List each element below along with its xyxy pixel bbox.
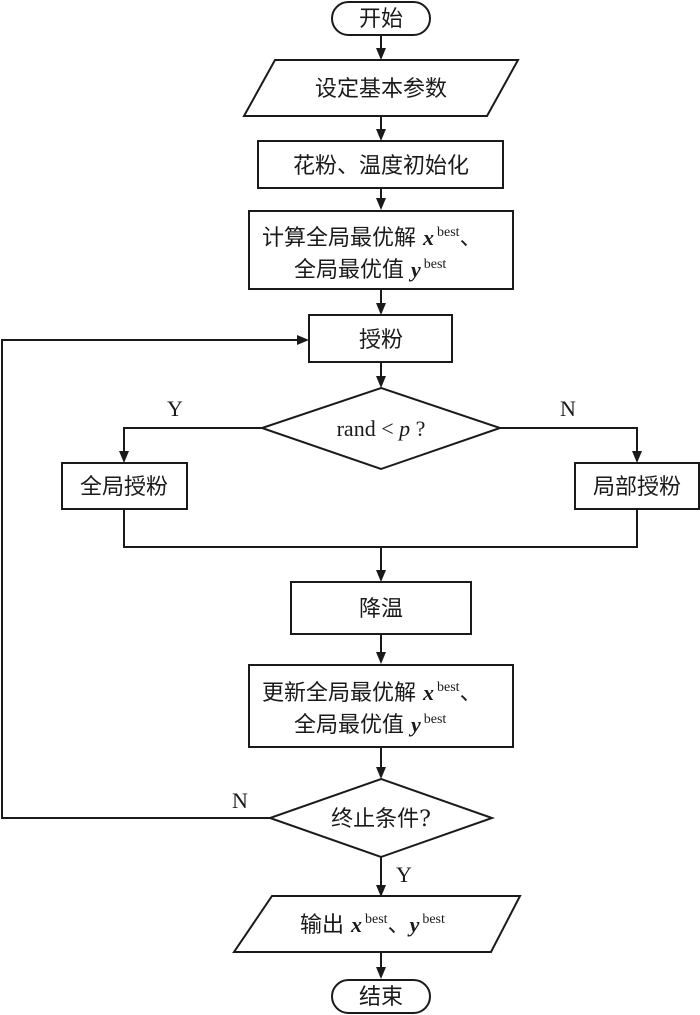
connectors [1, 35, 642, 979]
arrowhead [297, 335, 309, 345]
decision2-no-label: N [232, 788, 248, 813]
local-pollination-label: 局部授粉 [593, 475, 681, 500]
arrowhead [376, 129, 386, 141]
arrowhead [376, 303, 386, 315]
decision-rand-p: rand < p ? Y N [167, 386, 576, 471]
global-pollination-process: 全局授粉 [61, 462, 188, 510]
pollinate-process: 授粉 [308, 314, 453, 363]
global-pollination-label: 全局授粉 [80, 475, 168, 500]
arrowhead [632, 451, 642, 463]
start-label: 开始 [359, 7, 403, 32]
decision2-yes-label: Y [396, 862, 412, 887]
pollinate-label: 授粉 [359, 328, 403, 353]
connector-merge [123, 509, 638, 548]
connector-yes-to-global [123, 427, 262, 455]
arrowhead [376, 967, 386, 979]
connector-loop-back [1, 339, 300, 819]
init-process: 花粉、温度初始化 [257, 140, 504, 189]
decision1-yes-label: Y [167, 396, 183, 421]
decision1-no-label: N [560, 396, 576, 421]
local-pollination-process: 局部授粉 [574, 462, 700, 510]
init-label: 花粉、温度初始化 [293, 154, 469, 179]
decision-termination-label: 终止条件? [331, 807, 431, 832]
decision-rand-p-label: rand < p ? [337, 416, 426, 441]
arrowhead [376, 767, 386, 779]
end-label: 结束 [359, 985, 403, 1010]
set-params-label: 设定基本参数 [315, 77, 447, 102]
set-params-io: 设定基本参数 [242, 59, 520, 117]
arrowhead [376, 198, 386, 210]
cool-down-label: 降温 [359, 597, 403, 622]
decision-termination: 终止条件? N Y [232, 777, 496, 887]
arrowhead [376, 376, 386, 388]
arrowhead [376, 652, 386, 664]
start-terminal: 开始 [331, 1, 431, 36]
cool-down-process: 降温 [290, 581, 472, 635]
end-terminal: 结束 [331, 979, 431, 1014]
arrowhead [119, 451, 129, 463]
arrowhead [376, 570, 386, 582]
arrowhead [376, 885, 386, 897]
arrowhead [376, 48, 386, 60]
connector-no-to-local [500, 427, 638, 455]
